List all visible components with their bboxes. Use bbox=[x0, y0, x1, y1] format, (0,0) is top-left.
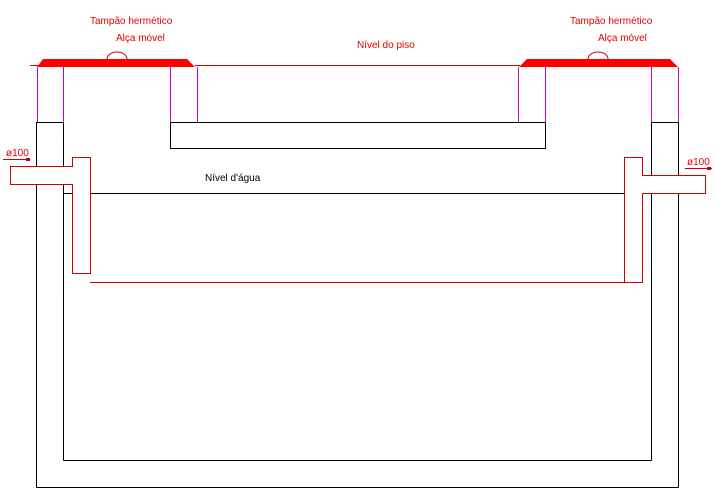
floor-level-label: Nível do piso bbox=[357, 40, 415, 51]
risers bbox=[37, 67, 679, 122]
inlet-diameter-label: ø100 bbox=[6, 148, 29, 159]
outlet-diameter-label: ø100 bbox=[687, 157, 710, 168]
handle-right-label: Alça móvel bbox=[598, 33, 647, 44]
pipes bbox=[3, 157, 712, 283]
inlet-tee bbox=[10, 157, 91, 274]
lid-left bbox=[37, 51, 195, 67]
handle-right-icon bbox=[587, 51, 609, 60]
lid-left-label: Tampão hermético bbox=[90, 16, 173, 27]
tank-walls bbox=[36, 122, 679, 488]
handle-left-label: Alça móvel bbox=[116, 33, 165, 44]
lid-right bbox=[519, 51, 678, 67]
handle-left-icon bbox=[106, 51, 128, 60]
water-level-label: Nível d'água bbox=[205, 173, 261, 184]
top-slab bbox=[170, 122, 546, 149]
lid-right-label: Tampão hermético bbox=[570, 16, 653, 27]
outlet-tee bbox=[624, 157, 706, 283]
